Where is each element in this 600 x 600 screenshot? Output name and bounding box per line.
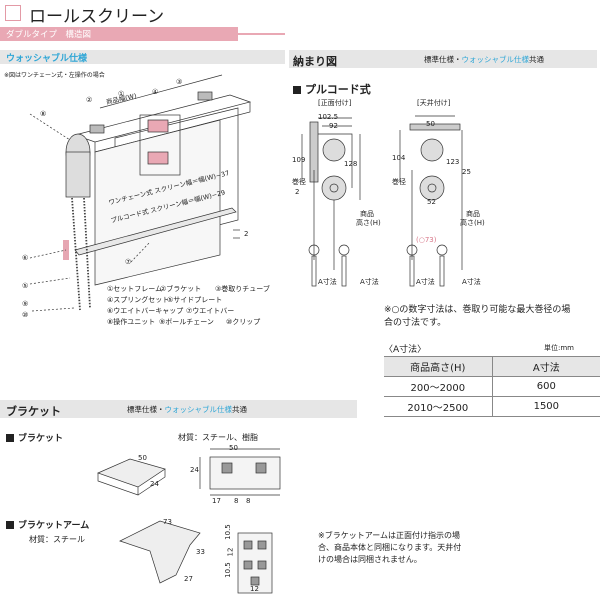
type-band: ダブルタイプ 構造図 xyxy=(0,27,238,41)
heading-square-icon xyxy=(6,434,14,442)
part-5: ⑤サイドプレート xyxy=(167,296,223,304)
front-mount-label: [正面付け] xyxy=(318,99,352,107)
front-dim-92: 92 xyxy=(329,122,338,130)
band-rule xyxy=(238,33,285,35)
structure-diagram xyxy=(29,74,252,312)
part-7: ⑦ウエイトバー xyxy=(186,307,235,315)
tag-1: ① xyxy=(118,90,125,98)
arm-dim-12a: 12 xyxy=(226,547,235,557)
bracket-dim-8a: 8 xyxy=(234,497,239,505)
table-header-row: 商品高さ(H) A寸法 xyxy=(384,356,600,377)
table-row: 200〜2000 600 xyxy=(384,376,600,397)
table-cell: 600 xyxy=(492,376,600,397)
ceiling-dim-50: 50 xyxy=(426,120,435,128)
bracket-subheading: ブラケット xyxy=(6,431,63,444)
part-2: ②ブラケット xyxy=(160,285,202,293)
ceiling-circle-73: (○73) xyxy=(416,236,437,244)
arm-dim-10-5b: 10.5 xyxy=(223,562,232,578)
bracket-band xyxy=(0,400,357,418)
arm-dim-12b: 12 xyxy=(250,585,259,593)
page-title: ロールスクリーン xyxy=(29,7,165,27)
bracket-dim-24a: 24 xyxy=(150,480,159,488)
tag-3: ③ xyxy=(176,78,183,86)
tag-5: ⑤ xyxy=(22,282,29,290)
arm-dim-27: 27 xyxy=(184,575,193,583)
arm-note: ※ブラケットアームは正面付け指示の場合、商品本体と同梱になります。天井付けの場合… xyxy=(318,531,462,564)
install-band xyxy=(289,50,597,68)
ceiling-product-h: 商品 xyxy=(466,210,480,218)
install-title: 納まり図 xyxy=(293,55,337,68)
bracket-dim-17: 17 xyxy=(212,497,221,505)
tag-10: ⑩ xyxy=(22,311,29,319)
diagram-note: ※図はワンチェーン式・左操作の場合 xyxy=(4,72,105,79)
tag-6: ⑥ xyxy=(22,254,29,262)
bracket-drawing xyxy=(97,448,281,496)
ceiling-mount-label: [天井付け] xyxy=(417,99,451,107)
tag-8: ⑧ xyxy=(40,110,47,118)
ceiling-a-dim-2: A寸法 xyxy=(462,278,481,286)
table-cell: 1500 xyxy=(492,396,600,417)
washable-band xyxy=(0,50,285,64)
heading-square-icon xyxy=(293,86,301,94)
dim-2-label: 2 xyxy=(244,230,249,238)
bracket-material: 材質：スチール、樹脂 xyxy=(178,433,258,442)
bracket-spec: 標準仕様・ウォッシャブル仕様共通 xyxy=(127,405,247,414)
arm-dim-10-5a: 10.5 xyxy=(223,524,232,540)
front-dim-128: 128 xyxy=(344,160,358,168)
circle-dim-note: ※○の数字寸法は、巻取り可能な最大巻径の場合の寸法です。 xyxy=(384,305,571,329)
front-a-dim: A寸法 xyxy=(318,278,337,286)
install-spec: 標準仕様・ウォッシャブル仕様共通 xyxy=(424,55,544,64)
bracket-dim-50a: 50 xyxy=(138,454,147,462)
front-a-dim-2: A寸法 xyxy=(360,278,379,286)
part-10: ⑩クリップ xyxy=(226,318,261,326)
front-winding: 巻径 xyxy=(292,178,306,186)
front-dim-109: 109 xyxy=(292,156,306,164)
bracket-dim-24b: 24 xyxy=(190,466,199,474)
table-row: 2010〜2500 1500 xyxy=(384,396,600,417)
tag-7: ⑦ xyxy=(125,258,132,266)
table-header-cell: A寸法 xyxy=(492,356,600,377)
ceiling-dim-25: 25 xyxy=(462,168,471,176)
tag-4: ④ xyxy=(152,88,159,96)
pull-cord-heading: プルコード式 xyxy=(293,81,371,97)
tag-2: ② xyxy=(86,96,93,104)
unit-label: 単位:mm xyxy=(544,344,574,352)
ceiling-winding: 巻径 xyxy=(392,178,406,186)
bracket-arm-drawing xyxy=(119,520,273,594)
a-dim-title: 〈A寸法〉 xyxy=(384,345,427,355)
arm-dim-33: 33 xyxy=(196,548,205,556)
a-dim-table: 商品高さ(H) A寸法 200〜2000 600 2010〜2500 1500 xyxy=(384,356,600,417)
front-product-h2: 高さ(H) xyxy=(356,219,381,227)
bracket-title: ブラケット xyxy=(6,405,61,418)
ceiling-dim-104: 104 xyxy=(392,154,406,162)
bracket-arm-heading: ブラケットアーム xyxy=(6,518,89,531)
table-cell: 200〜2000 xyxy=(384,376,493,397)
ceiling-dim-52: 52 xyxy=(427,198,436,206)
front-product-h: 商品 xyxy=(360,210,374,218)
front-dim-2: 2 xyxy=(295,188,300,196)
ceiling-a-dim: A寸法 xyxy=(416,278,435,286)
part-8: ⑧操作ユニット xyxy=(107,318,156,326)
part-4: ④スプリングセット xyxy=(107,296,170,304)
bracket-dim-8b: 8 xyxy=(246,497,251,505)
ceiling-dim-123: 123 xyxy=(446,158,460,166)
washable-label: ウォッシャブル仕様 xyxy=(6,54,88,64)
table-cell: 2010〜2500 xyxy=(384,396,493,417)
tag-9: ⑨ xyxy=(22,300,29,308)
title-square-icon xyxy=(5,5,21,21)
part-9: ⑨ボールチェーン xyxy=(159,318,214,326)
heading-square-icon xyxy=(6,521,14,529)
arm-dim-73: 73 xyxy=(163,518,172,526)
bracket-dim-50b: 50 xyxy=(229,444,238,452)
part-1: ①セットフレーム xyxy=(107,285,163,293)
table-header-cell: 商品高さ(H) xyxy=(384,356,493,377)
ceiling-product-h2: 高さ(H) xyxy=(460,219,485,227)
part-3: ③巻取りチューブ xyxy=(215,285,270,293)
bracket-arm-material: 材質：スチール xyxy=(29,535,85,544)
install-drawings xyxy=(301,115,463,287)
part-6: ⑥ウエイトバーキャップ xyxy=(107,307,184,315)
type-band-label: ダブルタイプ 構造図 xyxy=(6,30,92,40)
front-dim-102: 102.5 xyxy=(318,113,339,121)
